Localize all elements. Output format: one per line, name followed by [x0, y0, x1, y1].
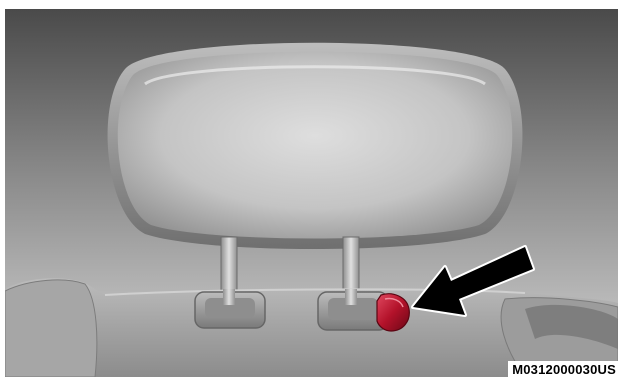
- illustration: [5, 9, 618, 377]
- release-button: [376, 293, 410, 332]
- seat-back: [5, 278, 618, 377]
- pointer-arrow: [411, 245, 535, 317]
- headrest-posts: [220, 236, 360, 306]
- post-guides: [194, 289, 389, 331]
- headrest: [107, 42, 523, 249]
- figure-code: M0312000030US: [508, 361, 618, 377]
